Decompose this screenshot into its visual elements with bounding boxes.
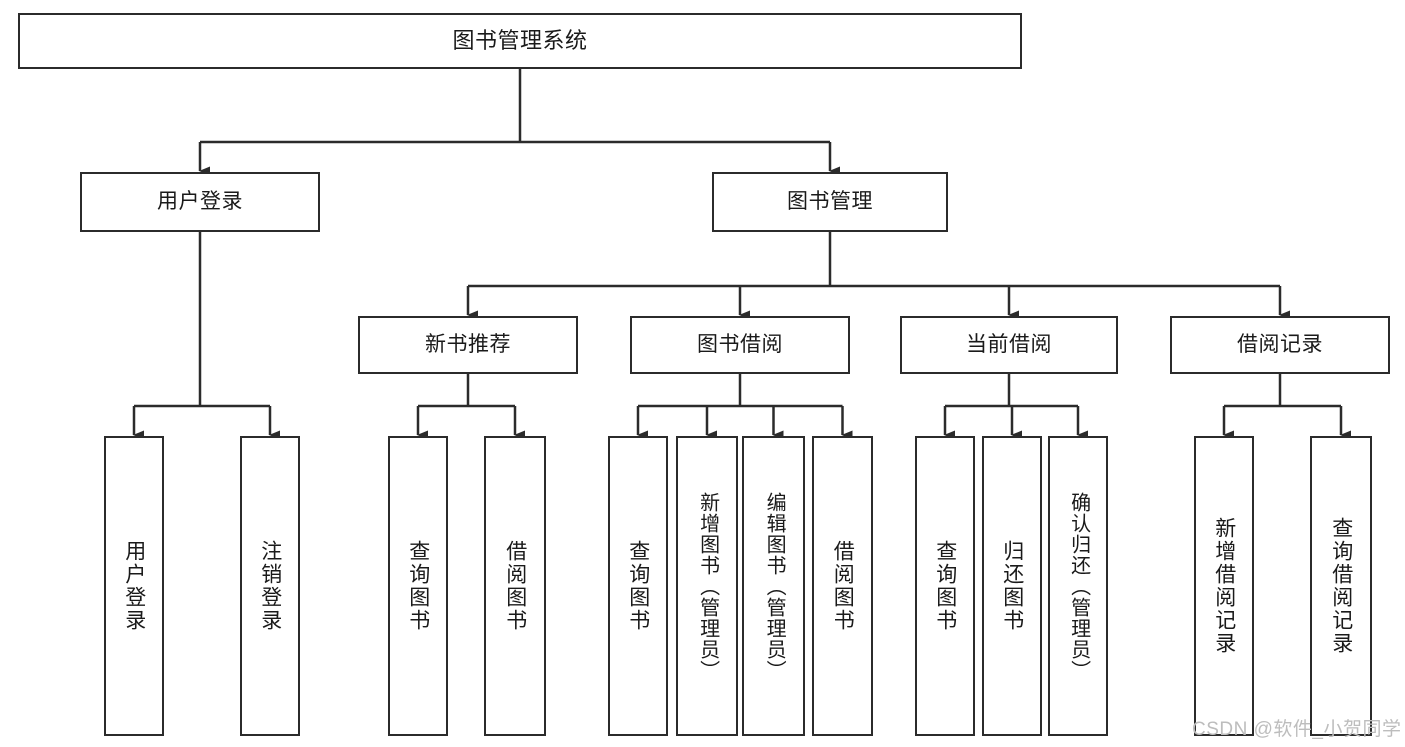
node-label: 查询借阅记录 [1329,517,1353,655]
node-label: 当前借阅 [966,332,1052,356]
node-label: 新增图书（管理员） [696,491,719,681]
node-book-borrow[interactable]: 图书借阅 [630,316,850,374]
node-current-borrow[interactable]: 当前借阅 [900,316,1118,374]
node-label: 新增借阅记录 [1212,517,1236,655]
node-leaf-logout[interactable]: 注销登录 [240,436,300,736]
node-user-login[interactable]: 用户登录 [80,172,320,232]
node-leaf-add-borrow-record[interactable]: 新增借阅记录 [1194,436,1254,736]
node-label: 图书借阅 [697,332,783,356]
node-root[interactable]: 图书管理系统 [18,13,1022,69]
csdn-watermark: CSDN @软件_小贺同学 [1192,719,1402,740]
node-leaf-borrow-book-2[interactable]: 借阅图书 [812,436,873,736]
node-label: 图书管理系统 [452,28,588,54]
node-label: 注销登录 [258,540,282,632]
node-leaf-edit-book-admin[interactable]: 编辑图书（管理员） [742,436,805,736]
node-leaf-query-book-3[interactable]: 查询图书 [915,436,975,736]
node-leaf-borrow-book-1[interactable]: 借阅图书 [484,436,546,736]
node-label: 用户登录 [157,189,243,213]
node-label: 借阅图书 [831,540,855,632]
node-leaf-user-login[interactable]: 用户登录 [104,436,164,736]
node-leaf-query-borrow-record[interactable]: 查询借阅记录 [1310,436,1372,736]
node-leaf-confirm-return-admin[interactable]: 确认归还（管理员） [1048,436,1108,736]
node-label: 查询图书 [933,540,957,632]
node-leaf-query-book-2[interactable]: 查询图书 [608,436,668,736]
node-label: 归还图书 [1000,540,1024,632]
node-label: 用户登录 [122,540,146,632]
node-new-book-recommend[interactable]: 新书推荐 [358,316,578,374]
node-leaf-return-book[interactable]: 归还图书 [982,436,1042,736]
node-label: 借阅图书 [503,540,527,632]
node-label: 查询图书 [626,540,650,632]
node-leaf-add-book-admin[interactable]: 新增图书（管理员） [676,436,738,736]
node-label: 借阅记录 [1237,332,1323,356]
node-leaf-query-book-1[interactable]: 查询图书 [388,436,448,736]
node-book-manage[interactable]: 图书管理 [712,172,948,232]
node-borrow-record[interactable]: 借阅记录 [1170,316,1390,374]
node-label: 图书管理 [787,189,873,213]
node-label: 编辑图书（管理员） [763,491,786,681]
node-label: 查询图书 [406,540,430,632]
node-label: 新书推荐 [425,332,511,356]
node-label: 确认归还（管理员） [1067,491,1090,681]
